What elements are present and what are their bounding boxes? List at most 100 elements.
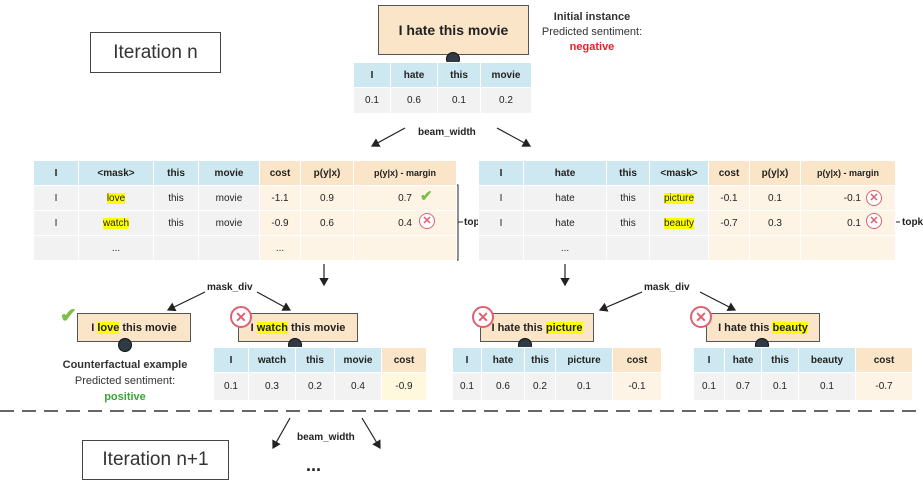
cell: this <box>153 210 199 236</box>
mask-arrow-ll <box>166 291 206 312</box>
check-icon: ✔ <box>420 188 433 205</box>
col-header: this <box>524 347 556 373</box>
mask-div-label-left: mask_div <box>207 282 253 293</box>
sentence-part: I <box>250 321 257 334</box>
cell: 0.1 <box>555 372 613 401</box>
cell: -0.9 <box>381 372 427 401</box>
masked-word: picture <box>663 192 694 204</box>
cross-icon: ✕ <box>690 306 712 328</box>
cell: 0.6 <box>481 372 525 401</box>
token-score: 0.1 <box>353 87 391 114</box>
table-row: I love this movie -1.1 0.9 0.7 <box>33 185 457 211</box>
cross-icon: ✕ <box>866 213 882 229</box>
cell: hate <box>523 210 607 236</box>
initial-score-table: I hate this movie 0.1 0.6 0.1 0.2 <box>353 62 532 114</box>
iteration-n1-label: Iteration n+1 <box>82 440 229 480</box>
small-score-table: I hate this beauty cost 0.1 0.7 0.1 0.1 … <box>693 347 913 401</box>
col-header: hate <box>481 347 525 373</box>
sentence-node-dot <box>118 338 132 352</box>
cell: -1.1 <box>259 185 301 211</box>
cell <box>153 235 199 261</box>
col-header: p(y|x) - margin <box>353 160 457 186</box>
beam-width-label: beam_width <box>418 127 476 138</box>
cross-icon: ✕ <box>230 306 252 328</box>
col-header: hate <box>523 160 607 186</box>
masked-word: love <box>97 321 120 334</box>
sentence-part: this movie <box>287 321 346 334</box>
small-score-table: I hate this picture cost 0.1 0.6 0.2 0.1… <box>452 347 662 401</box>
cell: 0.3 <box>248 372 296 401</box>
cell: 0.1 <box>693 372 725 401</box>
masked-word: picture <box>545 321 583 334</box>
col-header: hate <box>724 347 762 373</box>
beam-arrow-bottom-left <box>272 417 291 450</box>
initial-sentence: I hate this movie <box>378 5 529 55</box>
initial-pred-label: Predicted sentiment: <box>541 26 643 38</box>
col-header: movie <box>198 160 260 186</box>
col-header: cost <box>612 347 662 373</box>
counterfactual-pred-label: Predicted sentiment: <box>74 375 176 387</box>
token-header: movie <box>480 62 532 88</box>
table-row: ... ... <box>33 235 457 261</box>
cell: beauty <box>649 210 709 236</box>
col-header: p(y|x) <box>749 160 801 186</box>
topk-label-left: topk <box>464 217 486 228</box>
right-candidate-table: I hate this <mask> cost p(y|x) p(y|x) - … <box>478 160 896 261</box>
candidate-sentence: I love this movie <box>77 313 191 342</box>
initial-instance-title: Initial instance <box>553 11 631 23</box>
sentence-part: I hate this <box>718 321 773 334</box>
table-row: I hate this picture -0.1 0.1 -0.1 <box>478 185 896 211</box>
cell: -0.1 <box>612 372 662 401</box>
cell: -0.9 <box>259 210 301 236</box>
col-header: I <box>33 160 79 186</box>
cell <box>353 235 457 261</box>
cell: 0.1 <box>749 185 801 211</box>
cell: 0.7 <box>353 185 457 211</box>
masked-word: watch <box>256 321 288 334</box>
mask-arrow-lr <box>256 291 292 311</box>
cell: 0.4 <box>334 372 382 401</box>
counterfactual-pred-value: positive <box>104 391 146 403</box>
candidate-sentence: I hate this beauty <box>706 313 820 342</box>
token-score: 0.2 <box>480 87 532 114</box>
beam-arrow-right <box>496 127 532 147</box>
cell: -0.7 <box>855 372 913 401</box>
col-header: this <box>761 347 799 373</box>
col-header: cost <box>855 347 913 373</box>
cell: 0.1 <box>213 372 249 401</box>
cell <box>800 235 896 261</box>
masked-word: beauty <box>663 217 695 229</box>
cell: love <box>78 185 154 211</box>
masked-word: beauty <box>772 321 808 334</box>
cell <box>478 235 524 261</box>
cell: 0.9 <box>300 185 354 211</box>
cell: I <box>478 210 524 236</box>
cross-icon: ✕ <box>866 190 882 206</box>
cell: 0.2 <box>524 372 556 401</box>
ellipsis: ... <box>306 455 322 475</box>
beam-arrow-left <box>370 127 406 147</box>
cell: 0.3 <box>749 210 801 236</box>
col-header: cost <box>259 160 301 186</box>
left-candidate-table: I <mask> this movie cost p(y|x) p(y|x) -… <box>33 160 457 261</box>
cell: 0.2 <box>295 372 335 401</box>
initial-pred-value: negative <box>569 41 615 53</box>
col-header: I <box>478 160 524 186</box>
cell: this <box>606 185 650 211</box>
candidate-sentence: I watch this movie <box>238 313 358 342</box>
cell: ... <box>523 235 607 261</box>
cell: 0.1 <box>798 372 856 401</box>
cell: 0.4 <box>353 210 457 236</box>
col-header: this <box>606 160 650 186</box>
cell <box>300 235 354 261</box>
topk-label-right: topk <box>902 217 923 228</box>
cell: -0.1 <box>708 185 750 211</box>
counterfactual-title: Counterfactual example <box>62 359 188 371</box>
masked-word: love <box>106 192 126 204</box>
cell: 0.1 <box>452 372 482 401</box>
col-header: this <box>295 347 335 373</box>
cell: I <box>33 210 79 236</box>
mask-arrow-rr <box>699 291 737 311</box>
token-header: this <box>437 62 481 88</box>
cell: watch <box>78 210 154 236</box>
